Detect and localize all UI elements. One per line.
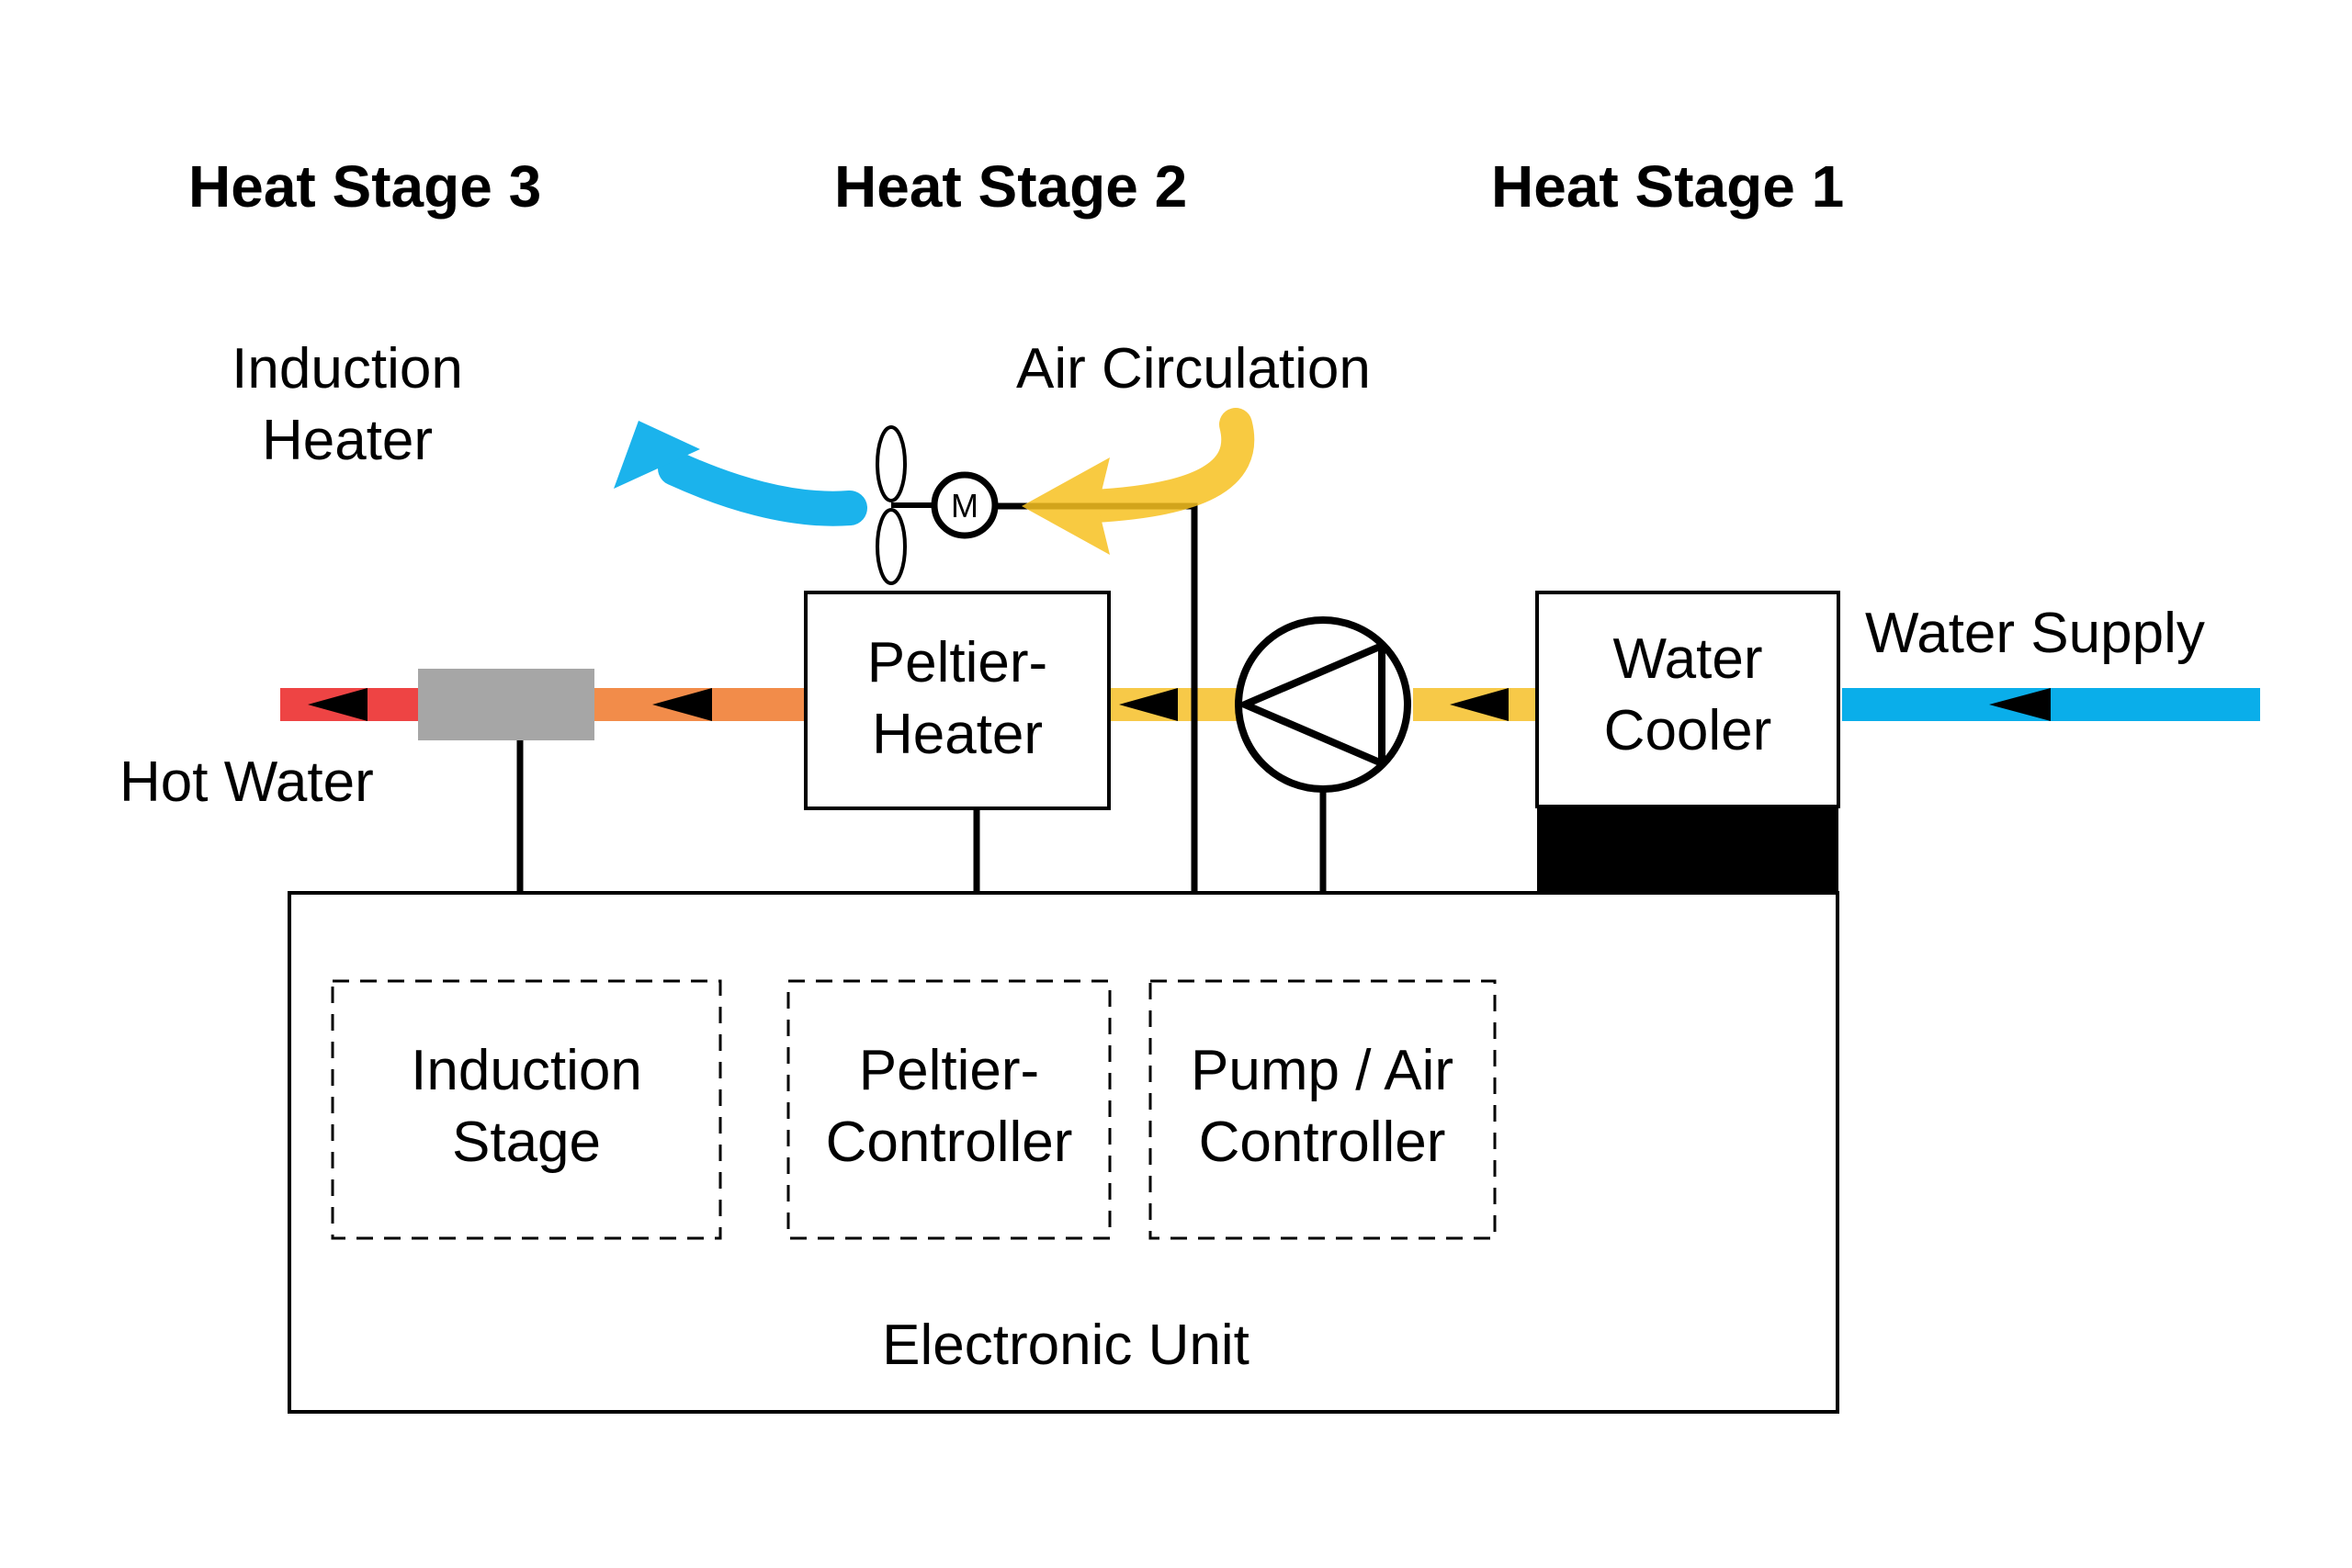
- water-cooler-label-line1: Water: [1612, 627, 1762, 691]
- pump-air-controller-box: [1148, 979, 1497, 1240]
- induction-heater-label-line2: Heater: [262, 409, 433, 472]
- cold-supply-pipe: [1842, 688, 2260, 721]
- heat-stage-2-title: Heat Stage 2: [834, 153, 1187, 220]
- water-cooler-label-line2: Cooler: [1604, 699, 1772, 762]
- peltier-controller-label-line2: Controller: [826, 1111, 1073, 1174]
- flow-arrow-icon: [652, 688, 712, 721]
- peltier-heater-label-line1: Peltier-: [867, 631, 1047, 694]
- motor-label: M: [951, 487, 978, 525]
- pump-air-controller-label-line1: Pump / Air: [1191, 1039, 1453, 1102]
- peltier-heater-label-line2: Heater: [872, 703, 1043, 766]
- flow-arrow-icon: [1119, 688, 1178, 721]
- air-outflow-arrow-icon: [614, 421, 867, 526]
- pump-air-controller-label-line2: Controller: [1199, 1111, 1446, 1174]
- motor-icon: M: [931, 471, 999, 539]
- induction-stage-label-line1: Induction: [411, 1039, 642, 1102]
- induction-heater-body: [418, 669, 594, 740]
- flow-arrow-icon: [1450, 688, 1509, 721]
- pump-icon: [1235, 616, 1411, 793]
- peltier-controller-box: [786, 979, 1112, 1240]
- induction-heater-label-line1: Induction: [232, 337, 463, 400]
- flow-arrow-icon: [1989, 688, 2051, 721]
- water-cooler-base: [1537, 807, 1838, 893]
- hot-water-label: Hot Water: [119, 750, 374, 814]
- induction-stage-label-line2: Stage: [452, 1111, 601, 1174]
- air-inflow-arrow-icon: [1022, 408, 1255, 555]
- heat-stage-3-title: Heat Stage 3: [188, 153, 541, 220]
- flow-arrow-icon: [308, 688, 368, 721]
- air-circulation-label: Air Circulation: [1016, 337, 1371, 400]
- peltier-controller-label-line1: Peltier-: [859, 1039, 1039, 1102]
- peltier-heater-box: [804, 591, 1111, 810]
- electronic-unit-title: Electronic Unit: [882, 1314, 1250, 1377]
- heat-stage-1-title: Heat Stage 1: [1491, 153, 1844, 220]
- water-cooler-box: [1535, 591, 1840, 808]
- induction-stage-box: [331, 979, 722, 1240]
- electronic-unit-box: [288, 891, 1839, 1414]
- fan-icon: [876, 425, 933, 585]
- water-supply-label: Water Supply: [1865, 602, 2205, 665]
